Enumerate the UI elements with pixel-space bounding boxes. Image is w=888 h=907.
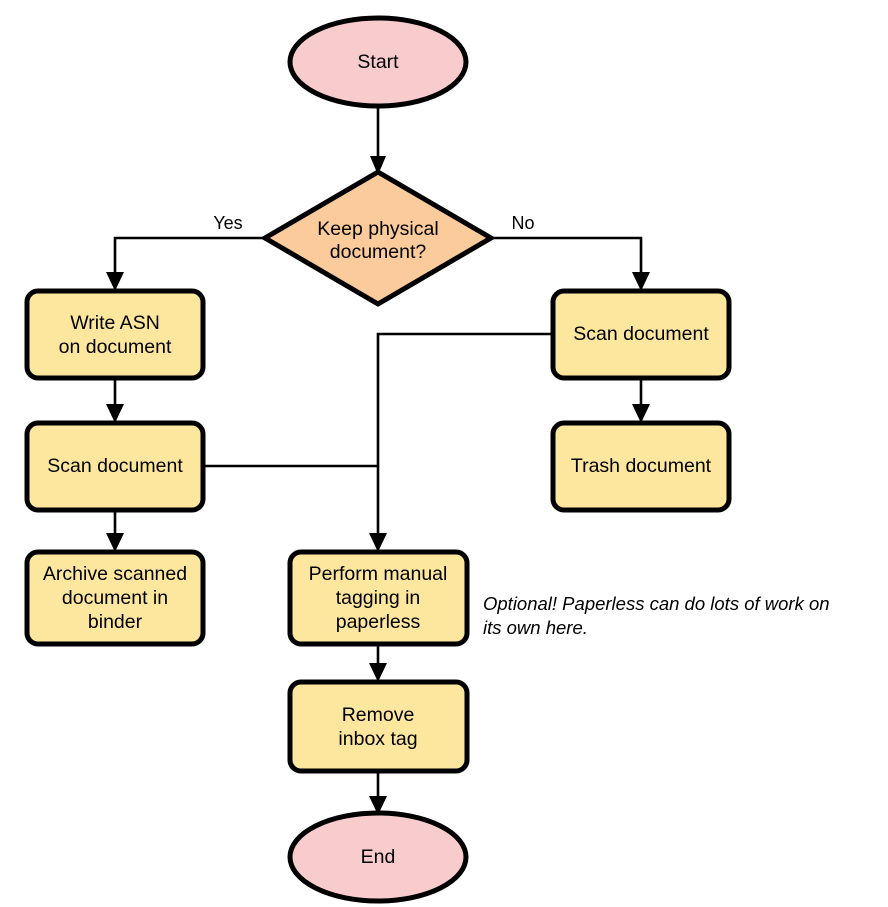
- node-trash-document[interactable]: Trash document: [550, 420, 732, 513]
- remove-inbox-tag-box: [287, 679, 470, 774]
- node-start[interactable]: Start: [287, 15, 469, 109]
- connector-decision-no-to-scan-right: [491, 236, 650, 291]
- connector-scan-left-to-archive: [106, 510, 124, 552]
- remove-inbox-tag-label-line2: inbox tag: [338, 728, 417, 750]
- edge-label-yes: Yes: [213, 213, 242, 233]
- node-perform-manual-tagging[interactable]: Perform manual tagging in paperless: [287, 549, 470, 647]
- connector-decision-yes-to-write-asn: [106, 236, 264, 291]
- optional-note-line1: Optional! Paperless can do lots of work …: [483, 593, 830, 614]
- tagging-label-line1: Perform manual: [309, 563, 448, 585]
- node-remove-inbox-tag[interactable]: Remove inbox tag: [287, 679, 470, 774]
- scan-document-left-box: [24, 420, 206, 513]
- archive-label-line1: Archive scanned: [43, 563, 187, 585]
- node-archive-scanned-document[interactable]: Archive scanned document in binder: [24, 549, 206, 647]
- connector-scan-right-to-trash: [632, 378, 650, 423]
- decision-label-line2: document?: [330, 241, 427, 263]
- scan-document-left-label: Scan document: [47, 455, 183, 477]
- connector-write-asn-to-scan-left: [106, 378, 124, 423]
- archive-label-line2: document in: [62, 587, 168, 609]
- node-write-asn-on-document[interactable]: Write ASN on document: [24, 288, 206, 381]
- trash-document-label: Trash document: [571, 455, 712, 477]
- node-decision-keep-physical-document[interactable]: Keep physical document?: [260, 169, 496, 307]
- trash-document-box: [550, 420, 732, 513]
- write-asn-label-line1: Write ASN: [70, 312, 160, 334]
- connector-start-to-decision: [370, 104, 386, 175]
- annotation-optional-note: Optional! Paperless can do lots of work …: [483, 593, 830, 638]
- optional-note-line2: its own here.: [483, 617, 588, 638]
- archive-label-line3: binder: [88, 611, 143, 633]
- start-ellipse: [287, 15, 469, 109]
- decision-diamond: [260, 169, 496, 307]
- node-scan-document-left[interactable]: Scan document: [24, 420, 206, 513]
- tagging-label-line3: paperless: [336, 611, 421, 633]
- write-asn-label-line2: on document: [59, 336, 172, 358]
- end-label: End: [361, 846, 396, 868]
- connector-scan-right-to-tagging: [369, 332, 553, 552]
- connector-tagging-to-remove-tag: [369, 644, 387, 682]
- remove-inbox-tag-label-line1: Remove: [342, 704, 415, 726]
- write-asn-box: [24, 288, 206, 381]
- end-ellipse: [287, 810, 469, 904]
- scan-document-right-label: Scan document: [573, 323, 709, 345]
- start-label: Start: [357, 51, 399, 73]
- scan-document-right-box: [550, 288, 732, 381]
- edge-label-no: No: [511, 213, 534, 233]
- node-end[interactable]: End: [287, 810, 469, 904]
- decision-label-line1: Keep physical: [317, 218, 438, 240]
- node-scan-document-right[interactable]: Scan document: [550, 288, 732, 381]
- tagging-label-line2: tagging in: [336, 587, 421, 609]
- archive-box: [24, 549, 206, 647]
- connector-remove-tag-to-end: [369, 771, 387, 815]
- tagging-box: [287, 549, 470, 647]
